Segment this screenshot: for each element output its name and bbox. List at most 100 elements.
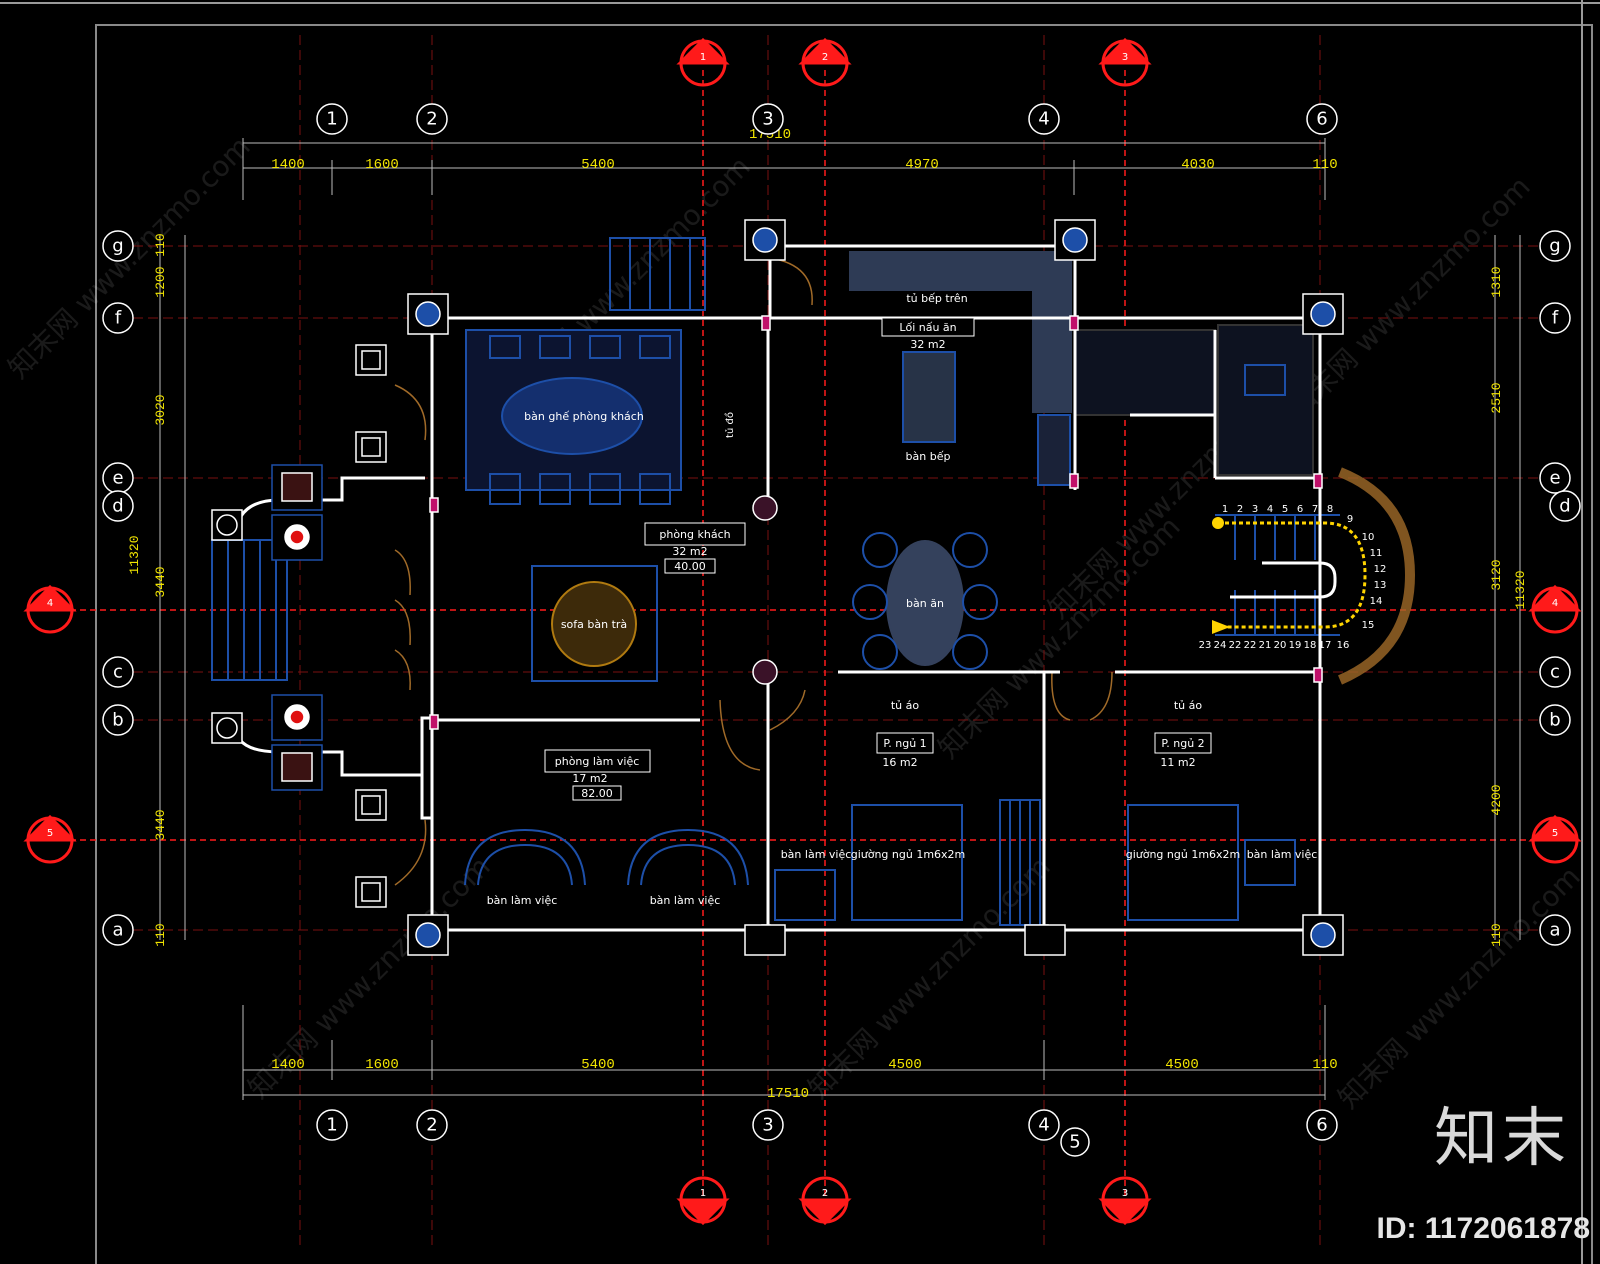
svg-text:82.00: 82.00 (581, 787, 613, 800)
grid-bubble-bottom-3: 3 (752, 1109, 784, 1141)
svg-text:bàn làm việc: bàn làm việc (487, 894, 558, 907)
dimension-lines (159, 138, 1521, 1100)
grid-bubble-bottom-1: 1 (316, 1109, 348, 1141)
svg-text:9: 9 (1347, 514, 1353, 525)
section-lines (60, 70, 1555, 1200)
svg-text:d: d (1559, 496, 1570, 517)
door-main-lower (394, 819, 427, 886)
watermark-layer: 知末网 www.znzmo.com 知末网 www.znzmo.com 知末网 … (2, 130, 1587, 1115)
bath-tile-2 (1217, 324, 1314, 476)
drawing-frame (95, 24, 1593, 1264)
kitchen-island (902, 351, 956, 443)
svg-text:6: 6 (1316, 109, 1327, 130)
svg-text:4030: 4030 (1181, 157, 1215, 173)
section-marker-top-3: 3 (1098, 37, 1152, 87)
svg-text:phòng làm việc: phòng làm việc (555, 755, 640, 768)
file-id: ID: 1172061878 (1376, 1212, 1590, 1245)
svg-text:tủ đồ: tủ đồ (724, 412, 736, 438)
svg-text:110: 110 (1489, 923, 1504, 946)
svg-text:phòng khách: phòng khách (659, 528, 730, 541)
grid-bubble-left-d: d (102, 490, 134, 522)
grid-bubble-top-1: 1 (316, 103, 348, 135)
svg-text:sofa bàn trà: sofa bàn trà (561, 618, 627, 631)
svg-text:bàn làm việc: bàn làm việc (781, 848, 852, 861)
grid-bubble-right-d: d (1549, 490, 1581, 522)
svg-text:bàn bếp: bàn bếp (906, 450, 951, 463)
svg-text:3: 3 (1252, 504, 1258, 515)
svg-text:知末网 www.znzmo.com: 知末网 www.znzmo.com (1332, 860, 1587, 1115)
grid-bubble-top-2: 2 (416, 103, 448, 135)
door-kitchen (769, 257, 813, 306)
bath-tile-1 (1074, 329, 1216, 416)
svg-text:a: a (1549, 920, 1560, 941)
svg-text:5: 5 (1282, 504, 1288, 515)
grid-bubble-left-b: b (102, 704, 134, 736)
bed-2 (1127, 804, 1239, 921)
svg-text:5: 5 (47, 828, 53, 839)
svg-text:4: 4 (1038, 109, 1049, 130)
svg-text:3: 3 (762, 1115, 773, 1136)
svg-text:bàn ghế phòng khách: bàn ghế phòng khách (524, 410, 644, 423)
svg-text:3: 3 (1122, 1188, 1128, 1199)
rear-stair (609, 237, 706, 311)
svg-text:1600: 1600 (365, 157, 399, 173)
section-marker-left-4: 4 (23, 584, 77, 634)
svg-text:c: c (1550, 662, 1560, 683)
center-rug (531, 565, 658, 682)
dims-right: 1310 2510 3120 11320 4200 110 (1489, 266, 1528, 946)
svg-text:3440: 3440 (153, 809, 168, 840)
svg-text:giường ngủ 1m6x2m: giường ngủ 1m6x2m (1126, 848, 1241, 861)
svg-text:32 m2: 32 m2 (672, 545, 707, 558)
svg-text:g: g (1549, 236, 1560, 257)
svg-text:3: 3 (1122, 52, 1128, 63)
spiral-stair-outer (1337, 467, 1416, 685)
svg-text:1200: 1200 (153, 266, 168, 297)
svg-text:5400: 5400 (581, 157, 615, 173)
grid-bubble-right-a: a (1539, 914, 1571, 946)
grid-bubble-left-g: g (102, 230, 134, 262)
entrance-steps (211, 539, 288, 681)
svg-text:23: 23 (1199, 640, 1212, 651)
svg-text:7: 7 (1312, 504, 1318, 515)
grid-bubble-bottom-6: 6 (1306, 1109, 1338, 1141)
kitchen-counter (849, 251, 1036, 291)
exterior-wall (430, 316, 1322, 932)
dims-top: 17510 1400 1600 5400 4970 4030 110 (271, 127, 1337, 173)
grid-bubbles-top: 1 2 3 4 6 (316, 103, 1338, 135)
svg-text:13: 13 (1374, 580, 1387, 591)
svg-text:2: 2 (426, 109, 437, 130)
svg-text:12: 12 (1374, 564, 1387, 575)
svg-text:8: 8 (1327, 504, 1333, 515)
svg-text:20: 20 (1274, 640, 1287, 651)
svg-text:tủ bếp trên: tủ bếp trên (906, 292, 967, 305)
svg-text:e: e (112, 468, 123, 489)
svg-text:5: 5 (1552, 828, 1558, 839)
grid-bubbles-left: g f e d c b a (102, 230, 134, 946)
grid-bubbles-bottom: 1 2 3 4 5 6 (316, 1109, 1338, 1157)
brand-logo: 知末 (1434, 1102, 1570, 1176)
svg-text:4: 4 (47, 598, 53, 609)
grid-bubble-bottom-2: 2 (416, 1109, 448, 1141)
doors-layer (394, 257, 1416, 886)
svg-text:1600: 1600 (365, 1057, 399, 1073)
section-marker-bottom-2: 2 (798, 1176, 852, 1226)
svg-text:4: 4 (1038, 1115, 1049, 1136)
svg-text:2: 2 (822, 1188, 828, 1199)
svg-text:a: a (112, 920, 123, 941)
svg-text:11: 11 (1370, 548, 1383, 559)
corner-piers (211, 219, 1344, 956)
bed-1 (851, 804, 963, 921)
svg-text:giường ngủ 1m6x2m: giường ngủ 1m6x2m (851, 848, 966, 861)
svg-text:b: b (112, 710, 123, 731)
door-hall (769, 689, 806, 731)
svg-text:Lối nấu ăn: Lối nấu ăn (899, 321, 956, 334)
svg-text:e: e (1549, 468, 1560, 489)
svg-text:tủ áo: tủ áo (891, 699, 920, 712)
svg-text:1400: 1400 (271, 157, 305, 173)
furniture-layer (211, 237, 1340, 926)
svg-text:2: 2 (1237, 504, 1243, 515)
svg-text:1: 1 (326, 109, 337, 130)
svg-text:bàn làm việc: bàn làm việc (650, 894, 721, 907)
svg-text:17510: 17510 (767, 1086, 809, 1102)
